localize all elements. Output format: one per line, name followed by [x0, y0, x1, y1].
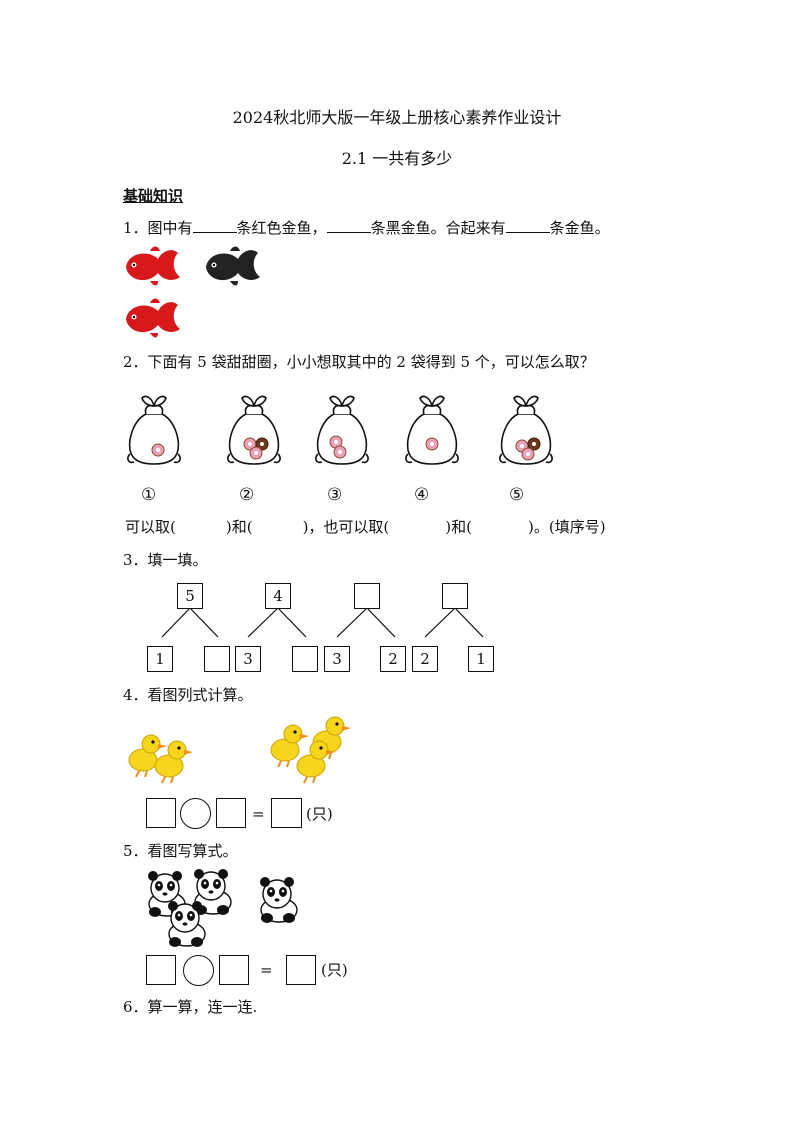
- black-goldfish-icon: [206, 246, 260, 286]
- q4-operator-circle[interactable]: [180, 798, 211, 829]
- bag-label-5: ⑤: [509, 485, 525, 505]
- panda-icon: [167, 900, 206, 948]
- q5-addend-1-box[interactable]: [146, 955, 176, 985]
- bag-label-4: ④: [414, 485, 430, 505]
- q5-addend-2-box[interactable]: [219, 955, 249, 985]
- bond-1-left[interactable]: 1: [147, 646, 173, 672]
- bond-2-left[interactable]: 3: [235, 646, 261, 672]
- q2-answer-line: 可以取( )和( )，也可以取( )和( )。(填序号): [125, 518, 606, 536]
- q4-addend-1-box[interactable]: [146, 798, 176, 828]
- bond-4-left[interactable]: 2: [412, 646, 438, 672]
- bag-4-icon[interactable]: [405, 395, 459, 465]
- q5-operator-circle[interactable]: [183, 955, 214, 986]
- q1-prefix: 1．图中有: [123, 219, 193, 237]
- q4-addend-2-box[interactable]: [216, 798, 246, 828]
- bag-1-icon[interactable]: [127, 395, 181, 465]
- q1-blank-total[interactable]: [505, 218, 550, 233]
- q4-equals-sign: =: [252, 805, 265, 823]
- question-5: 5．看图写算式。: [123, 842, 238, 860]
- bag-label-2: ②: [239, 485, 255, 505]
- q1-blank-red[interactable]: [192, 218, 237, 233]
- bond-4-right[interactable]: 1: [468, 646, 494, 672]
- number-bond-lines: [161, 607, 484, 638]
- bond-3-left[interactable]: 3: [324, 646, 350, 672]
- bag-label-3: ③: [327, 485, 343, 505]
- q2-answer-text-b: )和(: [225, 518, 253, 536]
- q4-unit: (只): [306, 805, 333, 823]
- bond-2-right[interactable]: [292, 646, 318, 672]
- q2-answer-text-e: )。(填序号): [528, 518, 606, 536]
- section-heading: 基础知识: [123, 187, 184, 205]
- page-subtitle: 2.1 一共有多少: [341, 149, 453, 168]
- bag-5-icon[interactable]: [499, 395, 553, 465]
- ducks-illustration: [128, 716, 352, 784]
- question-2: 2．下面有 5 袋甜甜圈，小小想取其中的 2 袋得到 5 个，可以怎么取？: [123, 353, 595, 371]
- q2-answer-text-d: )和(: [445, 518, 473, 536]
- red-goldfish-icon: [126, 246, 180, 286]
- question-6: 6．算一算，连一连.: [123, 998, 258, 1016]
- bond-1-top[interactable]: 5: [177, 583, 203, 609]
- panda-icon: [259, 876, 298, 924]
- q1-part3: 条黑金鱼。合起来有: [370, 219, 506, 237]
- bond-4-top[interactable]: [442, 583, 468, 609]
- question-1: 1．图中有 条红色金鱼， 条黑金鱼。合起来有 条金鱼。: [123, 218, 610, 237]
- q1-part2: 条红色金鱼，: [236, 219, 327, 237]
- question-3: 3．填一填。: [123, 551, 208, 569]
- donut-bags: [127, 395, 553, 465]
- q2-answer-text-a: 可以取(: [125, 518, 176, 536]
- q5-equals-sign: =: [260, 961, 273, 979]
- pandas-illustration: [147, 868, 298, 948]
- bond-1-right[interactable]: [204, 646, 230, 672]
- q2-answer-text-c: )，也可以取(: [302, 518, 390, 536]
- bond-3-top[interactable]: [354, 583, 380, 609]
- bag-3-icon[interactable]: [315, 395, 369, 465]
- red-goldfish-icon: [126, 298, 180, 338]
- bag-label-1: ①: [141, 485, 157, 505]
- question-4: 4．看图列式计算。: [123, 686, 253, 704]
- bond-2-top[interactable]: 4: [265, 583, 291, 609]
- q1-blank-black[interactable]: [326, 218, 371, 233]
- q5-result-box[interactable]: [286, 955, 316, 985]
- q5-unit: (只): [321, 961, 348, 979]
- q1-part4: 条金鱼。: [549, 219, 610, 237]
- bond-3-right[interactable]: 2: [380, 646, 406, 672]
- page-title: 2024秋北师大版一年级上册核心素养作业设计: [232, 108, 562, 127]
- bag-2-icon[interactable]: [227, 395, 281, 465]
- goldfish-group: [126, 246, 260, 338]
- q4-result-box[interactable]: [271, 798, 302, 828]
